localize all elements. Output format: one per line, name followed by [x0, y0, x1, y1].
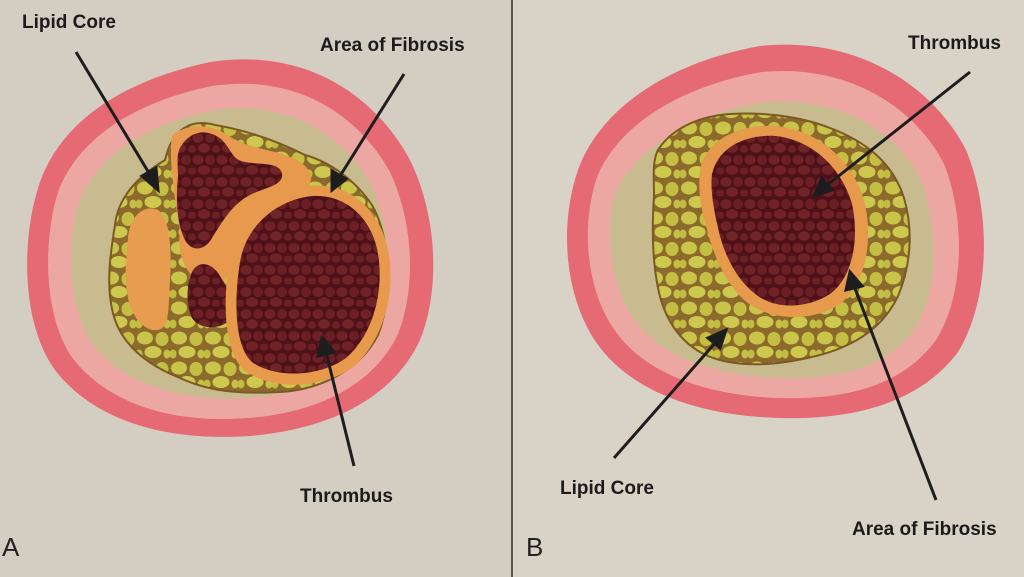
- panel-a-fibrosis-arrowhead: [330, 168, 349, 194]
- panel-a-label-thrombus: Thrombus: [300, 486, 393, 507]
- panel-a-fibrosis-left: [125, 208, 171, 331]
- panel-b-artery: [566, 44, 984, 419]
- panel-b-lipid-core-arrowhead: [705, 327, 729, 351]
- panel-b-thrombus-arrow: [825, 70, 971, 188]
- panel-b-arrows: [612, 70, 971, 501]
- panel-b-thrombus-arrowhead: [811, 175, 835, 199]
- panel-a-artery: [27, 59, 434, 437]
- panel-b-fibrosis-arrowhead: [844, 268, 865, 293]
- panel-a-thrombus: [236, 195, 380, 374]
- panel-a-label-area-of-fibrosis: Area of Fibrosis: [320, 35, 465, 56]
- panel-a-label-lipid-core: Lipid Core: [22, 12, 116, 33]
- panel-b-letter: B: [526, 532, 544, 562]
- panel-b-lipid-core-arrow: [612, 341, 718, 459]
- panel-a-letter: A: [2, 532, 20, 562]
- panel-b-fibrosis-arrow: [852, 285, 938, 501]
- panel-a-fibrosis-arrow: [338, 73, 406, 177]
- panel-a-thrombus-arrow: [324, 351, 356, 467]
- panel-b-label-lipid-core: Lipid Core: [560, 478, 654, 499]
- panel-a-arrows: [74, 51, 406, 467]
- panel-b-thrombus: [711, 135, 856, 306]
- panel-a-lipid-core-arrow: [74, 51, 154, 179]
- panel-b-label-thrombus: Thrombus: [908, 33, 1001, 54]
- panel-a-lipid-core-arrowhead: [139, 165, 160, 194]
- panel-a-thrombus-arrowhead: [316, 334, 337, 359]
- panel-a-lipid-pool-lower: [187, 264, 234, 328]
- panel-b-label-area-of-fibrosis: Area of Fibrosis: [852, 519, 997, 540]
- panel-a-lipid-pool-upper: [176, 132, 283, 249]
